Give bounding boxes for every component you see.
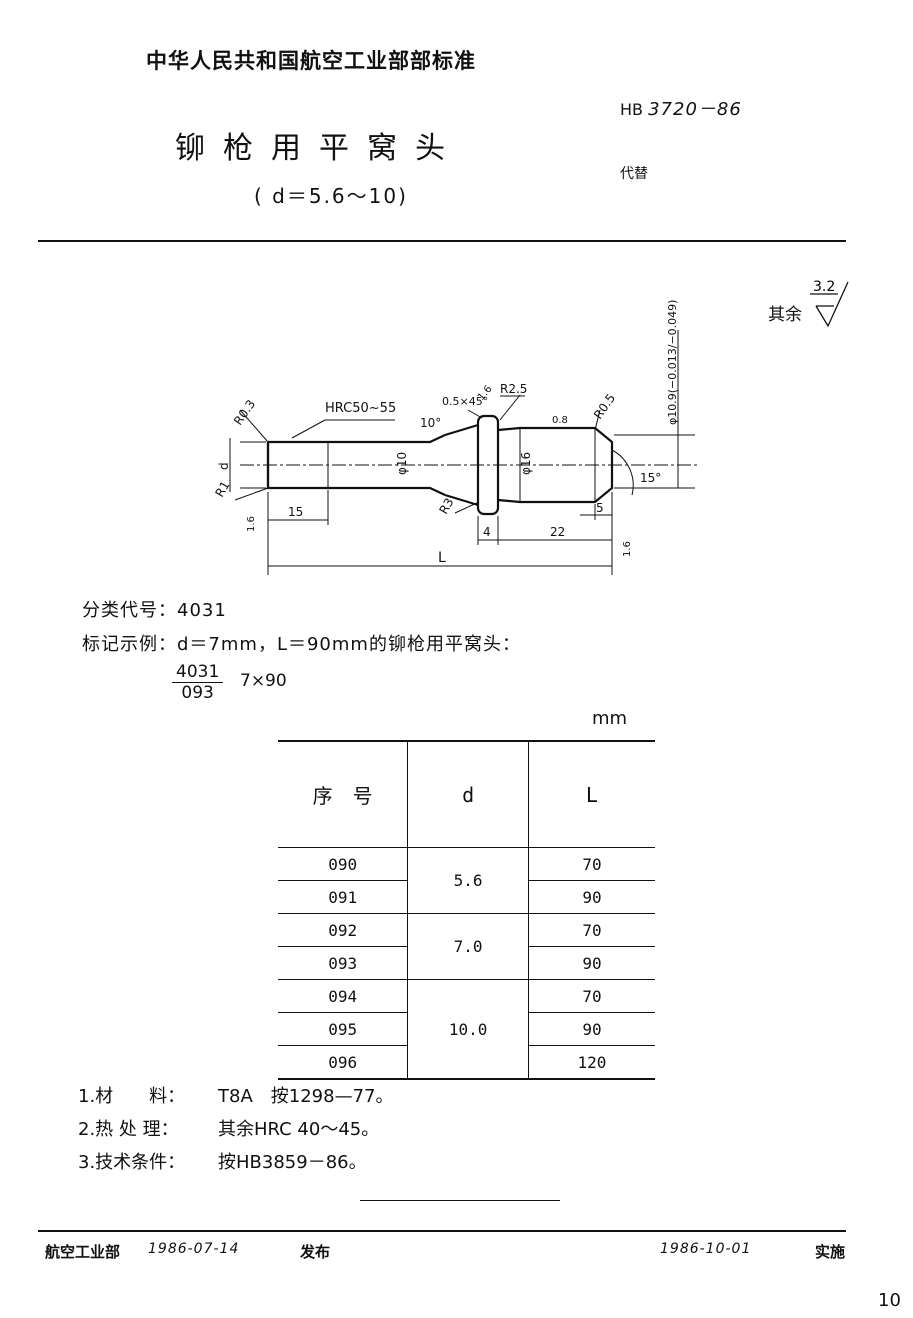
chamfer-label: 0.5×45° [442, 395, 488, 408]
cell-L: 90 [528, 946, 655, 980]
roughness-value: 3.2 [813, 279, 835, 295]
col-header-L: L [528, 741, 655, 848]
col-header-no: 序 号 [278, 741, 409, 848]
cell-L: 70 [528, 979, 655, 1013]
shank-outline-bottom [266, 442, 446, 496]
table-row: 096 120 [278, 1045, 655, 1079]
footer-issuer: 航空工业部 [45, 1243, 121, 1261]
cell-d: 5.6 [407, 847, 529, 914]
dia-tolerance-label: φ10.9(−0.013/−0.049) [666, 300, 679, 425]
dia10-label: φ10 [395, 452, 409, 475]
cell-no: 094 [278, 979, 409, 1013]
standard-prefix: HB [620, 100, 644, 119]
col-header-d: d [407, 741, 529, 848]
note-item: 2.热 处 理： 其余HRC 40～45。 [78, 1113, 393, 1146]
cell-d: 7.0 [407, 913, 529, 980]
table-row: 091 90 [278, 880, 655, 914]
ra-16c: 1.6 [622, 541, 633, 557]
note-label: 2.热 处 理： [78, 1119, 179, 1140]
r1-label: R1 [212, 479, 232, 500]
r05-label: R0.5 [591, 391, 618, 421]
roughness-symbol-icon: 3.2 [810, 279, 849, 328]
note-label: 3.技术条件： [78, 1152, 186, 1173]
cell-L: 120 [577, 1052, 607, 1072]
cell-L: 90 [528, 1012, 655, 1046]
cell-no: 091 [278, 880, 409, 914]
hrc-label: HRC50~55 [325, 401, 396, 416]
part-drawing: HRC50~55 R0.3 0.5×45° R2.5 R0.5 R3 R1 10… [212, 300, 700, 575]
L-label: L [438, 550, 446, 566]
roughness-label: 其余 [768, 305, 802, 325]
dia16-label: φ16 [519, 452, 533, 475]
r3-label: R3 [436, 496, 456, 517]
angle10-label: 10° [420, 416, 441, 430]
footer-rule [38, 1230, 846, 1232]
table-row: 093 90 [278, 946, 655, 980]
note-label: 1.材 料： [78, 1086, 186, 1107]
shank-outline-top [268, 434, 446, 444]
dim-4: 4 [483, 525, 491, 539]
note-text: T8A 按1298—77。 [218, 1086, 394, 1107]
technical-notes: 1.材 料： T8A 按1298—77。 2.热 处 理： 其余HRC 40～45。… [78, 1080, 393, 1179]
footer-issue-date: 1986-07-14 [148, 1241, 240, 1257]
cell-L: 90 [528, 880, 655, 914]
r03-label: R0.3 [231, 397, 258, 427]
d-label: d [217, 462, 231, 470]
r25-label: R2.5 [500, 382, 527, 396]
table-row: 094 10.0 70 [278, 979, 655, 1079]
note-item: 3.技术条件： 按HB3859－86。 [78, 1146, 393, 1179]
note-text: 其余HRC 40～45。 [218, 1119, 380, 1140]
roughness-note: 其余 [768, 300, 802, 325]
table-row: 092 7.0 70 [278, 913, 655, 980]
end-rule [360, 1200, 560, 1201]
cell-no: 093 [278, 946, 409, 980]
standard-code: HB 3720－86 [620, 95, 742, 121]
table-unit: mm [592, 708, 628, 729]
document-title: 铆枪用平窝头 [175, 131, 463, 166]
angle15-label: 15° [640, 471, 661, 485]
cell-no: 095 [278, 1012, 409, 1046]
marking-example: 标记示例：d＝7mm，L＝90mm的铆枪用平窝头： [82, 634, 521, 655]
cell-no: 096 [278, 1045, 409, 1079]
dim-15: 15 [288, 505, 303, 519]
cell-no: 092 [278, 913, 409, 947]
footer-effective: 实施 [815, 1243, 846, 1261]
table-row: 090 5.6 70 [278, 847, 655, 914]
ra-08: 0.8 [552, 415, 568, 426]
cell-L: 70 [528, 913, 655, 947]
issuing-organization: 中华人民共和国航空工业部部标准 [146, 49, 476, 73]
dim-22: 22 [550, 525, 565, 539]
document-subtitle: ( d＝5.6～10) [254, 184, 408, 208]
replaces-label: 代替 [620, 166, 648, 182]
footer-issued: 发布 [300, 1243, 331, 1261]
fraction-top: 4031 [172, 662, 224, 683]
dim-5: 5 [596, 501, 604, 515]
size-table: 序 号 d L 090 5.6 70 091 90 092 7.0 70 093… [278, 740, 655, 1080]
ra-16b: 1.6 [246, 516, 257, 532]
cell-no: 090 [278, 847, 409, 881]
note-item: 1.材 料： T8A 按1298—77。 [78, 1080, 393, 1113]
cell-L: 70 [528, 847, 655, 881]
page-number: 10 [878, 1290, 901, 1311]
note-text: 按HB3859－86。 [218, 1152, 367, 1173]
table-row: 095 90 [278, 1012, 655, 1046]
standard-number: 3720－86 [648, 99, 742, 120]
footer-effective-date: 1986-10-01 [660, 1241, 752, 1257]
table-header-row: 序 号 d L [278, 741, 655, 848]
marking-fraction: 4031 093 [172, 662, 224, 703]
fraction-suffix: 7×90 [240, 671, 287, 691]
classification-code: 分类代号：4031 [82, 600, 227, 621]
header-rule [38, 240, 846, 242]
fraction-bottom: 093 [181, 683, 214, 703]
cell-d: 10.0 [407, 979, 529, 1079]
